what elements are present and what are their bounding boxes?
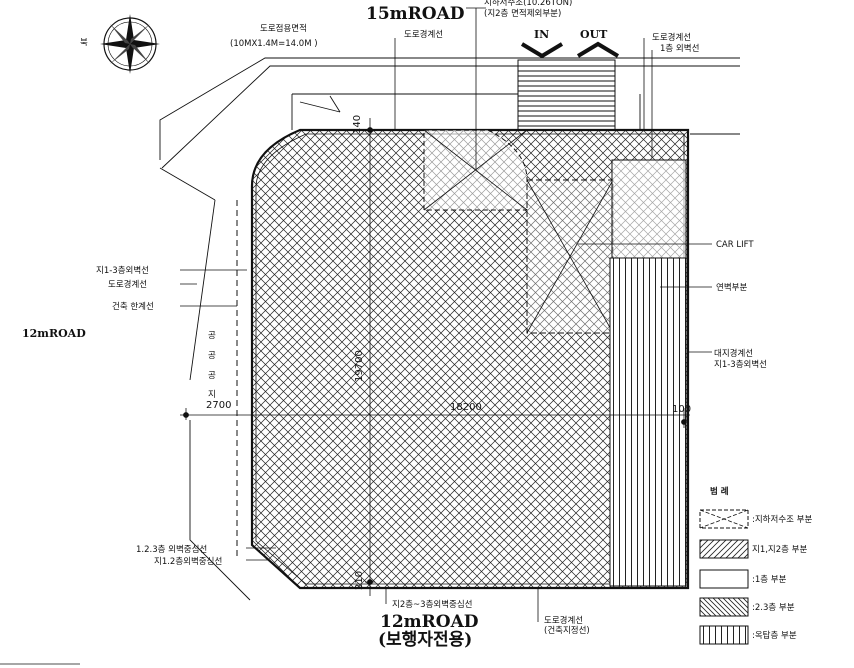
wall-center-123-label: 1.2.3층 외벽중심선 bbox=[136, 544, 207, 555]
top-road-label: 15mROAD bbox=[366, 4, 465, 24]
legend-swatch-1f bbox=[699, 569, 749, 589]
legend-swatch-2-3f bbox=[699, 597, 749, 617]
road-boundary-right-label: 도로경계선 bbox=[652, 32, 691, 43]
legend-label-b1-b2: 지1,지2층 부분 bbox=[752, 545, 808, 555]
car-lift-area bbox=[526, 179, 614, 334]
public-space-char-4: 지 bbox=[208, 390, 216, 400]
leader-lines bbox=[180, 7, 712, 622]
road-boundary-top-label: 도로경계선 bbox=[404, 29, 443, 40]
gate-out-label: OUT bbox=[580, 28, 608, 41]
road-area-calc: (10MX1.4M=14.0M ) bbox=[230, 39, 318, 49]
public-space-char-2: 공 bbox=[208, 351, 216, 361]
wall-center-b12-label: 지1.2층외벽중심선 bbox=[154, 556, 222, 567]
legend-title: 범 례 bbox=[710, 486, 729, 497]
bottom-road-label: 12mROAD bbox=[380, 612, 479, 632]
legend: 범 례 :지하저수조 부분 지1,지2층 부분 :1층 부분 :2.3층 부분 … bbox=[699, 486, 812, 645]
legend-label-2-3f: :2.3층 부분 bbox=[752, 603, 795, 613]
gate-in-label: IN bbox=[534, 28, 549, 41]
wall-center-b2-3-label: 지2층~3층외벽중심선 bbox=[392, 599, 473, 610]
legend-swatch-b1-b2 bbox=[699, 539, 749, 559]
car-lift-label: CAR LIFT bbox=[716, 240, 754, 250]
rooftop-area bbox=[609, 257, 687, 587]
legend-label-rooftop: :옥탑층 부분 bbox=[752, 630, 797, 641]
public-space-char-3: 공 bbox=[208, 371, 216, 381]
stair-label: 연벽부분 bbox=[716, 282, 747, 293]
water-tank-area bbox=[423, 129, 528, 211]
bottom-building-line-label: (건축지정선) bbox=[544, 625, 590, 636]
left-road-boundary-label: 도로경계선 bbox=[108, 279, 147, 290]
legend-label-water-tank: :지하저수조 부분 bbox=[752, 514, 812, 525]
legend-label-1f: :1층 부분 bbox=[752, 575, 787, 585]
first-floor-box bbox=[611, 159, 687, 259]
bottom-road-boundary-label: 도로경계선 bbox=[544, 615, 583, 626]
gate-arrows: IN OUT bbox=[520, 28, 620, 59]
left-building-line-label: 건축 한계선 bbox=[112, 301, 154, 312]
dim-140: 140 bbox=[352, 115, 363, 134]
road-area-label: 도로점용면적 bbox=[260, 23, 307, 34]
public-space-char-1: 공 bbox=[208, 331, 216, 341]
left-b1-3f-label: 지1-3층외벽선 bbox=[96, 265, 149, 276]
outer-wall-b1-3f-label: 지1-3층외벽선 bbox=[714, 359, 767, 370]
dim-100: 100 bbox=[672, 404, 691, 415]
water-tank-label: 지하저수조(10.26TON) bbox=[484, 0, 572, 8]
outer-wall-1f-label: 1층 외벽선 bbox=[660, 43, 699, 54]
bottom-road-sublabel: (보행자전용) bbox=[378, 630, 472, 650]
site-boundary-label: 대지경계선 bbox=[714, 348, 753, 359]
legend-swatch-rooftop bbox=[699, 625, 749, 645]
left-road-label: 12mROAD bbox=[22, 327, 86, 340]
dimension-lines bbox=[180, 118, 690, 596]
svg-text:북: 북 bbox=[80, 38, 88, 48]
compass-rose-icon: 북 bbox=[80, 14, 160, 74]
top-road-edges bbox=[159, 57, 740, 601]
dim-18200: 18200 bbox=[450, 402, 482, 413]
dim-2700: 2700 bbox=[206, 400, 231, 411]
water-tank-sublabel: (지2층 면적제외부분) bbox=[484, 8, 561, 19]
entrance-ramp bbox=[517, 59, 616, 131]
dim-210: 210 bbox=[354, 571, 365, 590]
dim-19700: 19700 bbox=[354, 350, 365, 382]
